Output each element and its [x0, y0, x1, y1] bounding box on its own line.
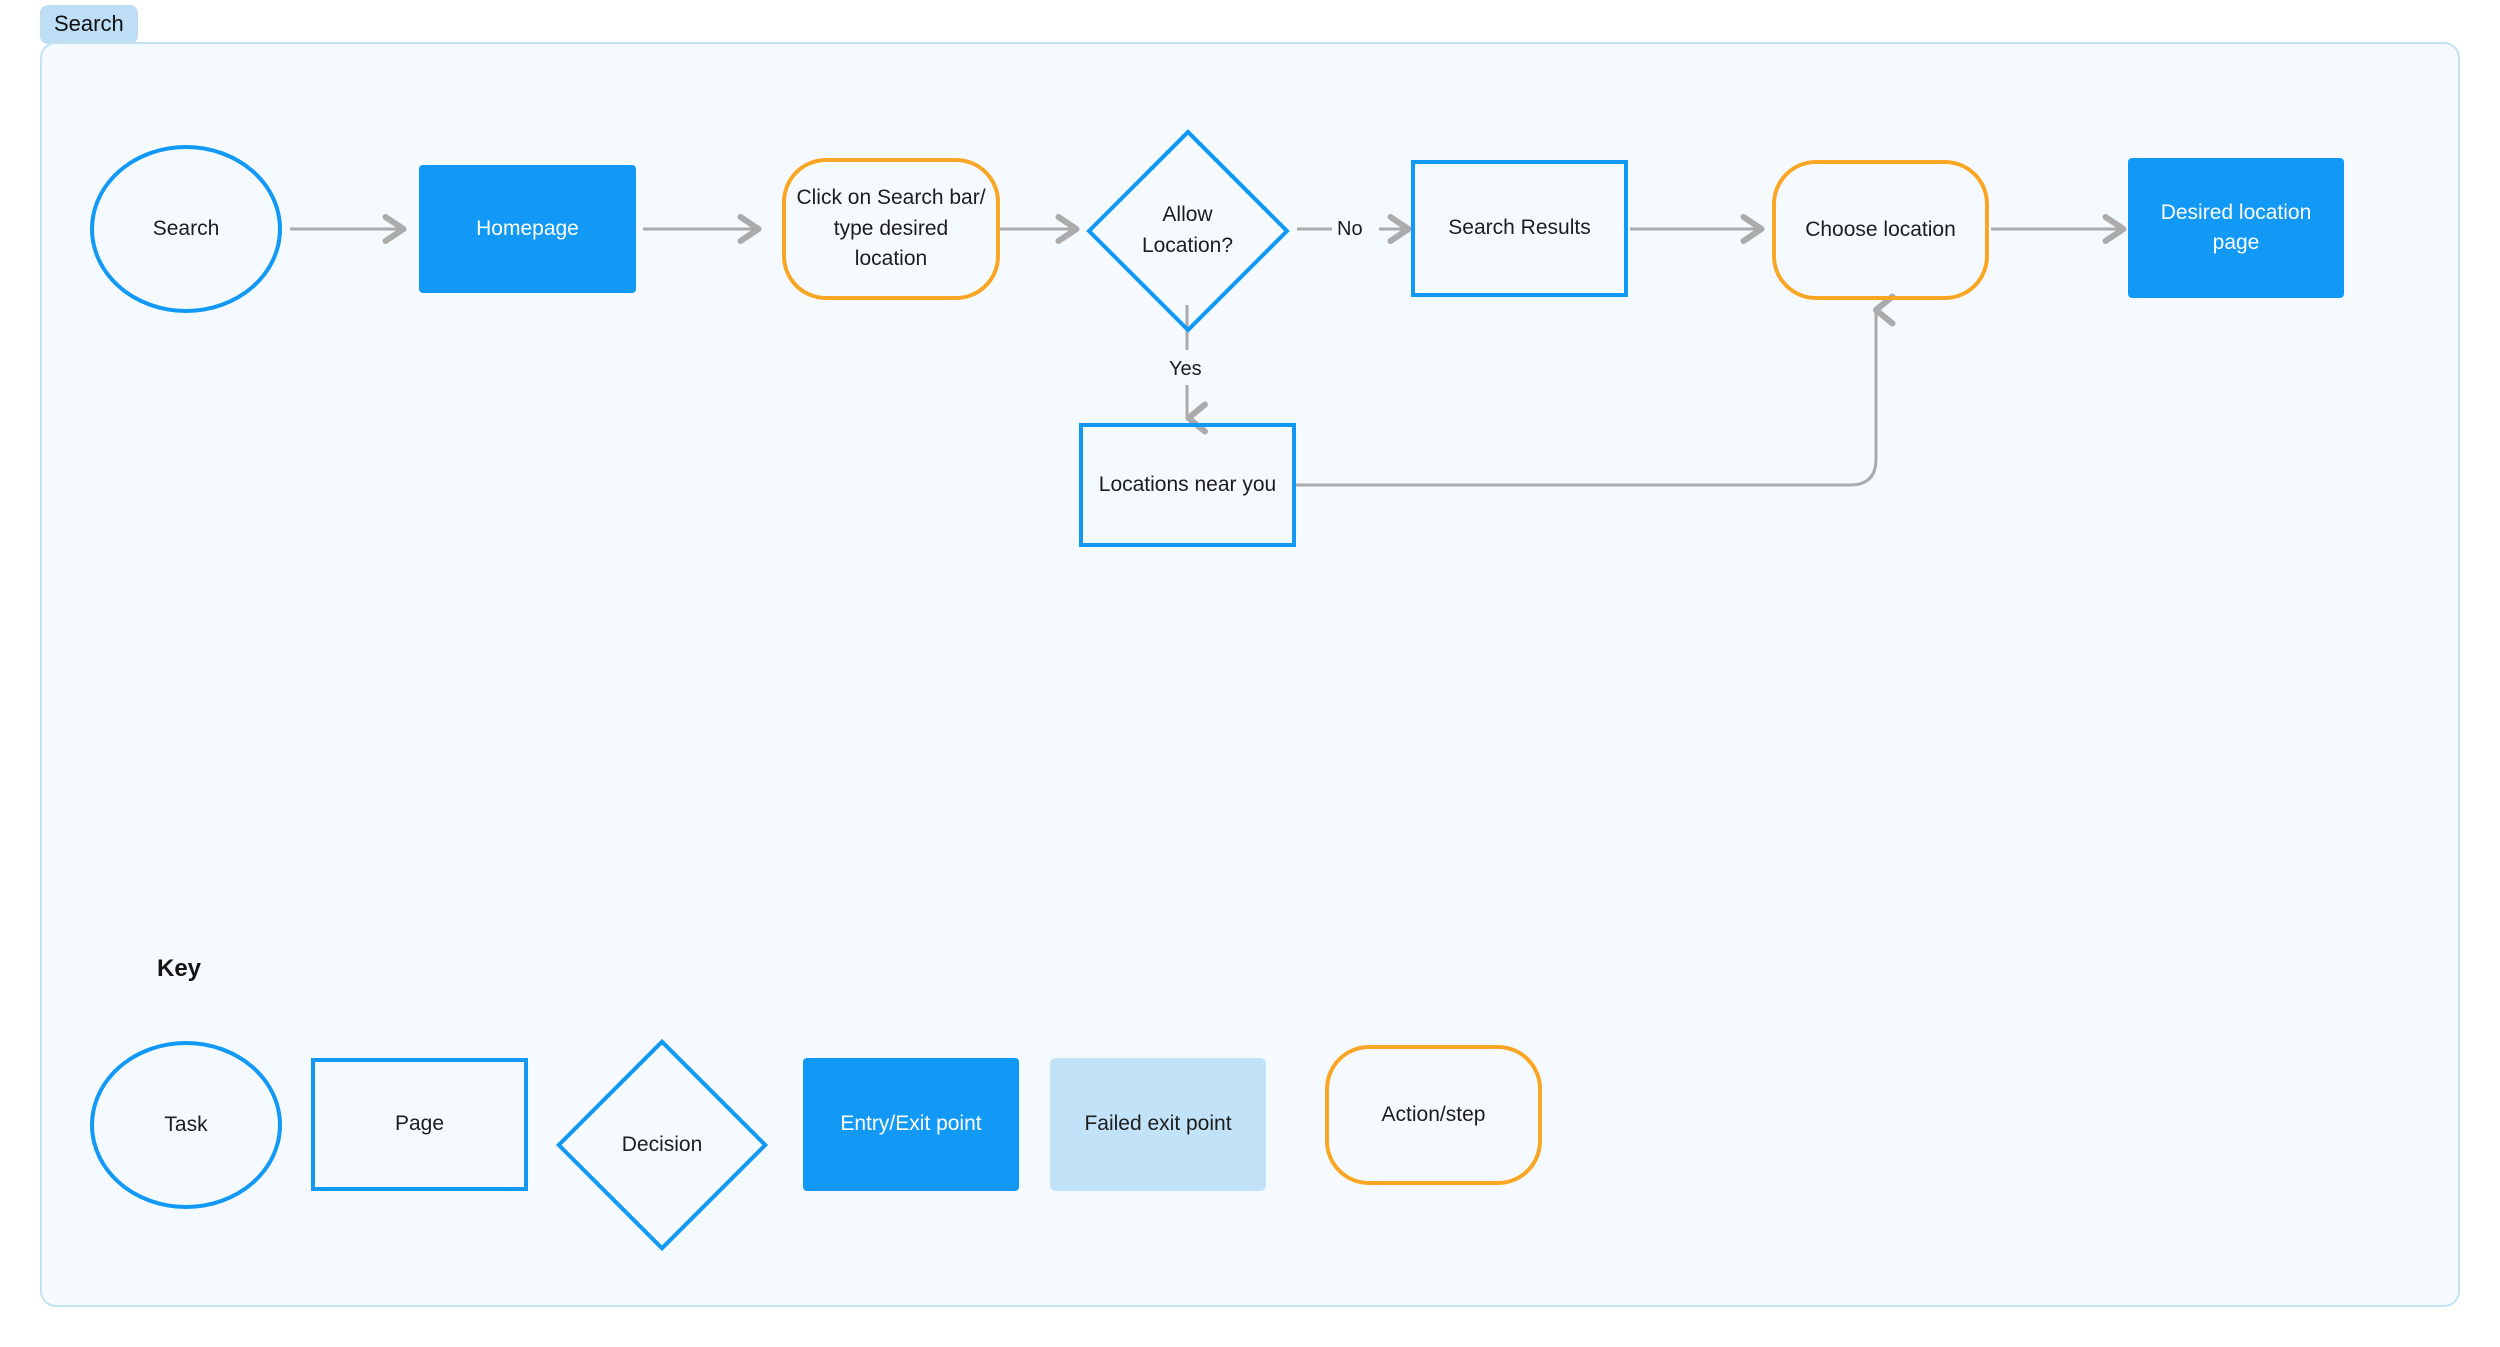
tab-search[interactable]: Search	[40, 5, 138, 44]
node-click-search-line2: type desired location	[833, 216, 949, 271]
node-click-search-line1: Click on Search bar/	[796, 186, 986, 210]
node-choose-location-label: Choose location	[1805, 217, 1956, 241]
node-allow-location[interactable]: Allow Location?	[1085, 128, 1290, 333]
node-search-results[interactable]: Search Results	[1411, 160, 1628, 297]
key-title: Key	[157, 955, 202, 982]
node-search-results-label: Search Results	[1448, 216, 1591, 240]
edge-label-no: No	[1337, 218, 1363, 240]
key-item-decision-label: Decision	[621, 1132, 703, 1156]
node-search[interactable]: Search	[90, 145, 282, 313]
edge-label-yes: Yes	[1169, 358, 1202, 380]
key-item-decision: Decision	[554, 1038, 770, 1252]
key-item-entry-exit-point-label: Entry/Exit point	[840, 1112, 982, 1136]
node-choose-location[interactable]: Choose location	[1772, 160, 1989, 300]
key-item-failed-exit-point: Failed exit point	[1050, 1058, 1266, 1191]
node-click-search-bar[interactable]: Click on Search bar/ type desired locati…	[782, 158, 1000, 300]
node-desired-location-page[interactable]: Desired location page	[2128, 158, 2344, 298]
node-locations-near-you-label: Locations near you	[1098, 472, 1277, 496]
node-search-label: Search	[152, 216, 220, 240]
key-item-action-step: Action/step	[1325, 1045, 1542, 1185]
key-item-page-label: Page	[394, 1112, 445, 1136]
node-allow-location-line2: Location?	[1141, 233, 1234, 257]
node-allow-location-line1: Allow	[1162, 203, 1213, 227]
key-item-action-step-label: Action/step	[1381, 1102, 1486, 1126]
key-item-failed-exit-point-label: Failed exit point	[1084, 1112, 1232, 1136]
node-locations-near-you[interactable]: Locations near you	[1079, 423, 1296, 547]
node-homepage[interactable]: Homepage	[419, 165, 636, 293]
key-item-task: Task	[90, 1041, 282, 1209]
key-item-page: Page	[311, 1058, 528, 1191]
key-item-entry-exit-point: Entry/Exit point	[803, 1058, 1019, 1191]
node-desired-location-page-label: Desired location page	[2160, 200, 2312, 254]
key-item-task-label: Task	[164, 1112, 208, 1136]
node-homepage-label: Homepage	[476, 216, 579, 240]
